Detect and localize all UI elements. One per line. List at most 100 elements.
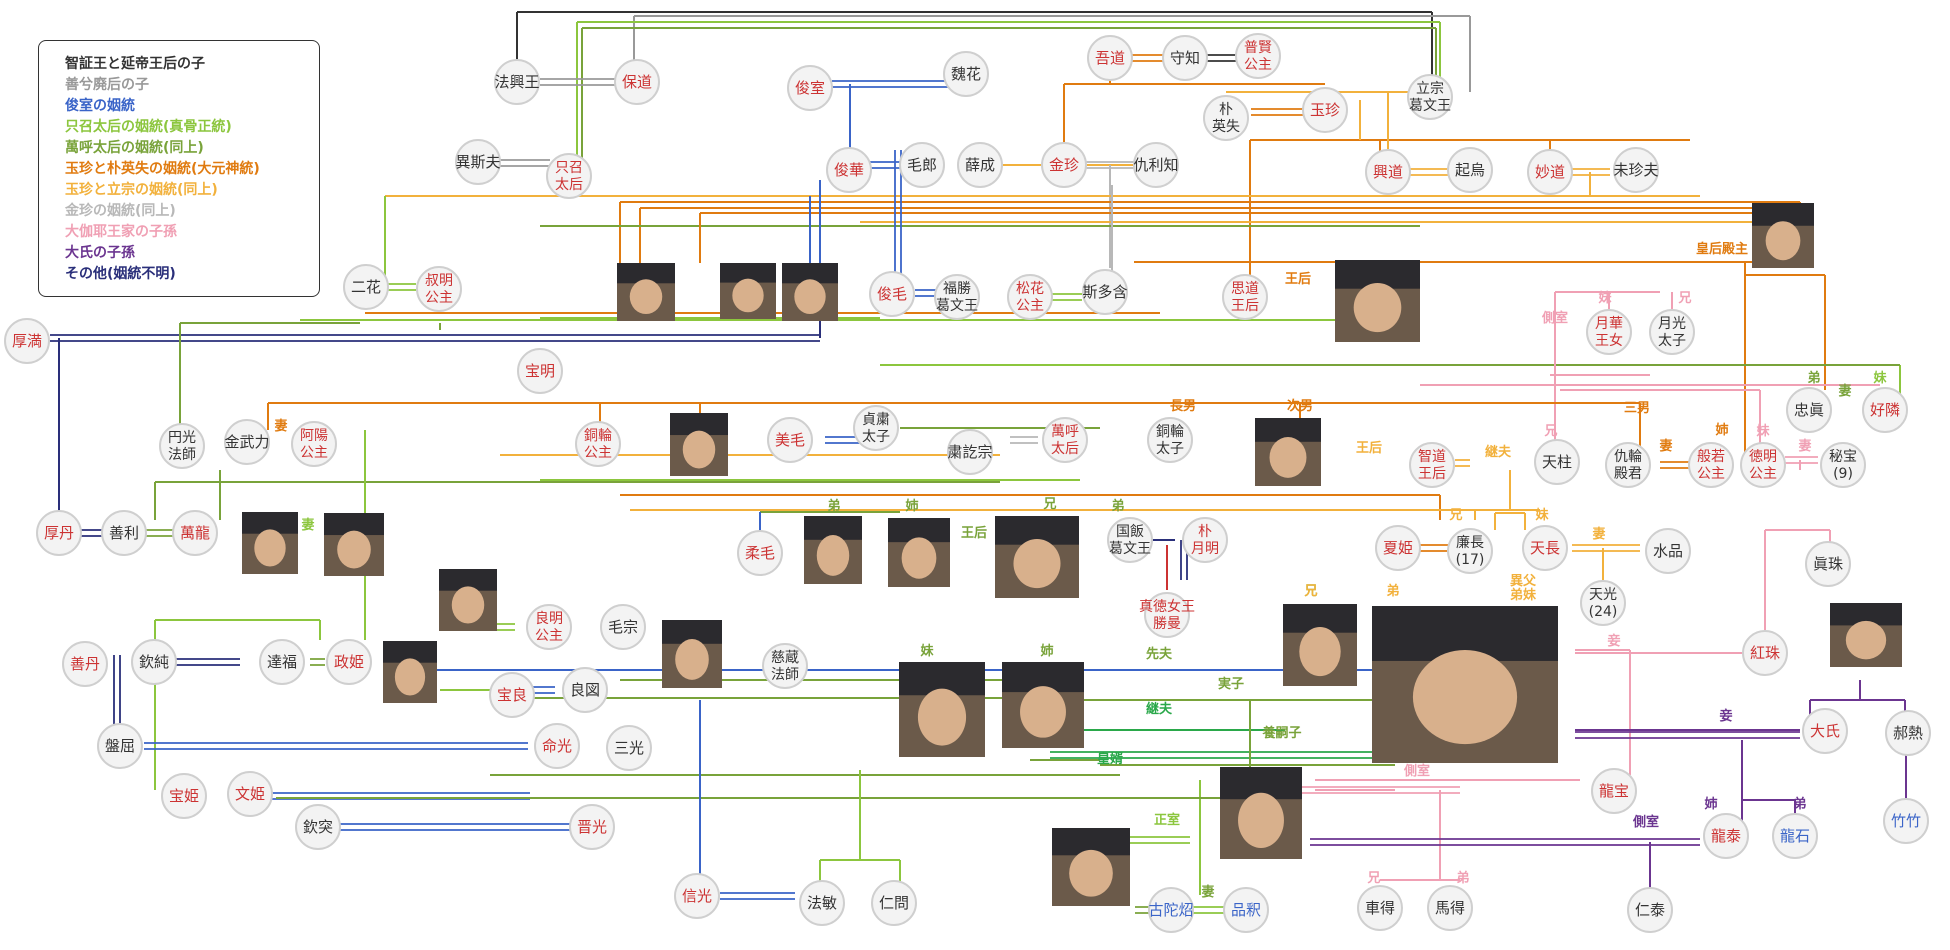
person-nodes: 法興王保道俊室魏花吾道守知普賢公主立宗葛文王朴英失玉珍異斯夫只召太后俊華毛郎薛成… [4, 33, 1931, 933]
person-node: 毛郎 [899, 142, 945, 188]
node-label: 守知 [1170, 49, 1200, 67]
portrait-photo [995, 516, 1079, 598]
node-circle [97, 723, 143, 769]
relation-line [340, 823, 570, 831]
node-circle [1222, 274, 1268, 320]
person-node: 厚満 [4, 318, 50, 364]
node-label: 朴 [1198, 524, 1212, 540]
node-label: 龍石 [1780, 827, 1810, 845]
relation-label: 先夫 [1146, 646, 1173, 662]
node-circle [1133, 142, 1179, 188]
node-label: 三光 [614, 739, 644, 757]
node-circle [1522, 525, 1568, 571]
node-label: 葛文王 [1109, 541, 1151, 557]
node-label: 円光 [168, 430, 196, 446]
person-node: 金珍 [1041, 142, 1087, 188]
node-circle [934, 274, 980, 320]
relation-label: 側室 [1541, 310, 1568, 326]
node-label: 仁泰 [1635, 901, 1665, 919]
node-label: 立宗 [1416, 81, 1444, 97]
node-label: 政姫 [334, 653, 364, 671]
portrait-photo [804, 516, 862, 584]
photo-face [917, 688, 967, 746]
node-circle [1365, 149, 1411, 195]
relation-label: 側室 [1403, 763, 1430, 779]
person-node: 政姫 [326, 639, 372, 685]
node-label: 英失 [1212, 118, 1240, 135]
node-label: 玉珍 [1310, 101, 1340, 119]
relation-line [825, 436, 860, 444]
node-label: 公主 [425, 290, 453, 306]
node-label: 未珍夫 [1613, 161, 1658, 179]
node-circle [1162, 35, 1208, 81]
node-label: 月華 [1595, 316, 1623, 332]
node-label: 夏姫 [1383, 539, 1413, 557]
person-node: 夏姫 [1375, 525, 1421, 571]
node-label: 厚満 [12, 332, 42, 350]
node-circle [575, 421, 621, 467]
person-node: 薛成 [957, 142, 1003, 188]
person-node: 馬得 [1427, 885, 1473, 931]
portrait-photo [1830, 603, 1902, 667]
relation-label: 長男 [1170, 399, 1196, 414]
node-label: 萬龍 [180, 524, 210, 542]
node-circle [600, 604, 646, 650]
relation-label: 妹 [1597, 290, 1612, 306]
node-label: 思道 [1231, 281, 1259, 297]
node-label: 龍宝 [1599, 782, 1629, 800]
node-label: 公主 [1244, 57, 1272, 73]
node-circle [36, 510, 82, 556]
node-circle [826, 147, 872, 193]
node-label: 廉長 [1456, 534, 1484, 551]
node-circle [1820, 442, 1866, 488]
photo-face [1299, 626, 1341, 677]
node-label: 天長 [1530, 539, 1560, 557]
person-node: 宝良 [489, 672, 535, 718]
node-label: 太子 [1156, 441, 1184, 457]
node-circle [853, 405, 899, 451]
relation-label: 妻 [301, 517, 314, 533]
photo-hat [1255, 418, 1321, 442]
person-node: 仇利知 [1133, 142, 1179, 188]
node-circle [1427, 885, 1473, 931]
node-label: 俊華 [834, 161, 864, 179]
node-label: 異斯夫 [455, 153, 500, 171]
node-circle [1740, 442, 1786, 488]
node-circle [534, 723, 580, 769]
node-circle [1148, 887, 1194, 933]
node-circle [101, 510, 147, 556]
photo-face [1020, 686, 1066, 738]
relation-label: 継夫 [1146, 701, 1173, 717]
node-label: 紅珠 [1750, 644, 1780, 662]
person-node: 俊毛 [869, 271, 915, 317]
portrait-photo [662, 620, 722, 688]
person-node: 龍石 [1772, 813, 1818, 859]
node-label: 古陀炤 [1148, 901, 1193, 919]
node-circle [546, 153, 592, 199]
node-circle [1688, 442, 1734, 488]
relation-line [145, 529, 175, 537]
person-node: 天柱 [1534, 439, 1580, 485]
relation-label: 兄 [1677, 291, 1691, 306]
node-circle [1409, 442, 1455, 488]
node-circle [1580, 580, 1626, 626]
relation-label: 弟 [1793, 796, 1806, 812]
node-label: 徳明 [1749, 449, 1777, 465]
legend: 智証王と延帝王后の子 善兮廃后の子 俊室の姻統 只召太后の姻統(真骨正統) 萬呼… [38, 40, 320, 297]
person-node: 俊華 [826, 147, 872, 193]
portrait-photo [888, 518, 950, 587]
node-label: 命光 [542, 737, 572, 755]
relation-line [310, 658, 325, 666]
node-label: 国飯 [1116, 523, 1144, 540]
node-label: (24) [1589, 604, 1618, 620]
node-label: 郝熱 [1893, 724, 1923, 742]
person-node: 車得 [1357, 885, 1403, 931]
node-circle [1447, 528, 1493, 574]
